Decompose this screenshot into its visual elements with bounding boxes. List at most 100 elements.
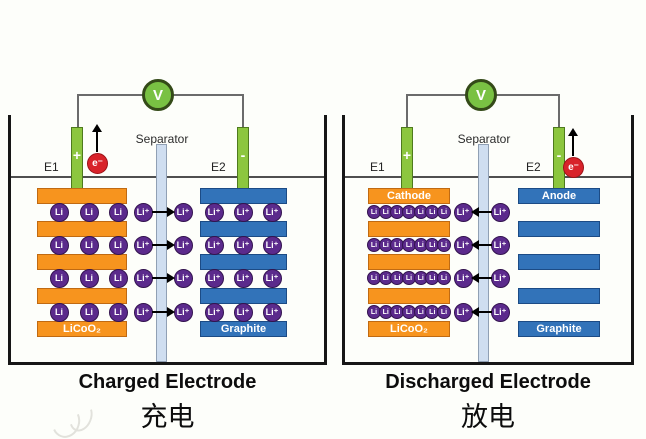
li-ion: Li bbox=[378, 238, 393, 252]
voltmeter-label: V bbox=[152, 86, 163, 104]
li-ion: Li⁺ bbox=[262, 235, 282, 255]
li-ion: Li⁺ bbox=[204, 268, 224, 288]
anode-plate bbox=[200, 254, 287, 270]
li-ion: Li⁺ bbox=[233, 235, 253, 255]
anode-plate-label: Graphite bbox=[220, 322, 267, 335]
li-ion-transfer: Li⁺ bbox=[490, 202, 510, 222]
ion-transfer-arrowhead bbox=[167, 273, 175, 283]
anode-plate: Anode bbox=[518, 188, 600, 204]
terminal-label-e2: E2 bbox=[211, 160, 226, 174]
separator-membrane bbox=[478, 144, 489, 362]
voltmeter-icon: V bbox=[142, 79, 174, 111]
panel-title: Charged Electrode bbox=[78, 371, 257, 393]
li-ion: Li⁺ bbox=[262, 268, 282, 288]
ion-transfer-arrowhead bbox=[167, 240, 175, 250]
li-ion: Li bbox=[367, 205, 381, 219]
electron-icon: e⁻ bbox=[87, 153, 108, 174]
li-ion-transfer: Li⁺ bbox=[453, 268, 473, 288]
li-ion-transfer: Li⁺ bbox=[490, 268, 510, 288]
panel-subtitle: 充电 bbox=[140, 402, 195, 432]
cathode-plate: LiCoO₂ bbox=[368, 321, 450, 337]
cathode-plate: Cathode bbox=[368, 188, 450, 204]
li-ion: Li bbox=[79, 302, 99, 322]
separator-membrane bbox=[156, 144, 167, 362]
cathode-plate-label: LiCoO₂ bbox=[390, 322, 428, 335]
li-ion: Li bbox=[437, 238, 451, 252]
li-ion: Li bbox=[79, 202, 99, 222]
ion-transfer-arrowhead bbox=[471, 307, 479, 317]
ion-transfer-arrowhead bbox=[167, 207, 175, 217]
panel-title: Discharged Electrode bbox=[385, 371, 591, 393]
terminal-label-e1: E1 bbox=[44, 160, 59, 174]
ion-transfer-arrowhead bbox=[471, 207, 479, 217]
li-ion: Li bbox=[378, 205, 393, 219]
li-ion: Li bbox=[49, 202, 69, 222]
li-ion: Li bbox=[108, 302, 128, 322]
li-ion-transfer: Li⁺ bbox=[173, 235, 193, 255]
cathode-plate bbox=[368, 288, 450, 304]
ion-transfer-arrow bbox=[479, 244, 492, 246]
ion-transfer-arrow bbox=[152, 311, 169, 313]
li-ion: Li⁺ bbox=[262, 302, 282, 322]
li-ion-transfer: Li⁺ bbox=[490, 235, 510, 255]
terminal-polarity-minus: - bbox=[556, 147, 562, 163]
circuit-wire bbox=[242, 94, 244, 128]
li-ion-transfer: Li⁺ bbox=[133, 235, 153, 255]
tank-wall-bottom bbox=[8, 362, 327, 365]
li-ion-transfer: Li⁺ bbox=[173, 302, 193, 322]
anode-plate bbox=[200, 221, 287, 237]
circuit-wire bbox=[558, 94, 560, 128]
ion-transfer-arrow bbox=[479, 277, 492, 279]
circuit-wire bbox=[77, 94, 79, 128]
anode-plate bbox=[200, 188, 287, 204]
tank-wall-right bbox=[324, 115, 327, 365]
li-ion: Li bbox=[79, 268, 99, 288]
cathode-plate bbox=[37, 221, 127, 237]
separator-label: Separator bbox=[457, 132, 511, 146]
li-ion: Li bbox=[437, 205, 451, 219]
cathode-plate: LiCoO₂ bbox=[37, 321, 127, 337]
li-ion-transfer: Li⁺ bbox=[173, 268, 193, 288]
ion-transfer-arrow bbox=[152, 211, 169, 213]
li-ion: Li bbox=[49, 302, 69, 322]
li-ion: Li bbox=[437, 271, 451, 285]
cathode-plate bbox=[368, 254, 450, 270]
anode-plate-label: Anode bbox=[541, 189, 577, 202]
li-ion: Li bbox=[49, 235, 69, 255]
terminal-label-e1: E1 bbox=[370, 160, 385, 174]
voltmeter-icon: V bbox=[465, 79, 497, 111]
anode-plate bbox=[518, 221, 600, 237]
terminal-polarity-minus: - bbox=[240, 147, 246, 163]
li-ion: Li bbox=[402, 205, 416, 219]
li-ion-transfer: Li⁺ bbox=[453, 235, 473, 255]
tank-wall-left bbox=[342, 115, 345, 365]
li-ion-transfer: Li⁺ bbox=[133, 302, 153, 322]
ion-transfer-arrow bbox=[479, 211, 492, 213]
terminal-label-e2: E2 bbox=[526, 160, 541, 174]
li-ion: Li bbox=[79, 235, 99, 255]
li-ion: Li bbox=[108, 202, 128, 222]
tank-wall-left bbox=[8, 115, 11, 365]
anode-plate: Graphite bbox=[200, 321, 287, 337]
li-ion: Li⁺ bbox=[233, 202, 253, 222]
ion-transfer-arrow bbox=[479, 311, 492, 313]
li-ion: Li⁺ bbox=[204, 302, 224, 322]
electron-flow-arrow bbox=[568, 128, 578, 156]
li-ion: Li⁺ bbox=[204, 235, 224, 255]
ion-transfer-arrowhead bbox=[167, 307, 175, 317]
circuit-wire bbox=[406, 94, 408, 128]
li-ion-transfer: Li⁺ bbox=[453, 302, 473, 322]
li-ion-transfer: Li⁺ bbox=[490, 302, 510, 322]
electron-icon: e⁻ bbox=[563, 157, 584, 178]
anode-plate-label: Graphite bbox=[536, 322, 582, 335]
li-ion: Li⁺ bbox=[233, 268, 253, 288]
ion-transfer-arrowhead bbox=[471, 240, 479, 250]
cathode-plate bbox=[37, 288, 127, 304]
li-ion: Li⁺ bbox=[233, 302, 253, 322]
cathode-plate-label: Cathode bbox=[387, 189, 431, 202]
li-ion: Li⁺ bbox=[262, 202, 282, 222]
li-ion: Li bbox=[108, 268, 128, 288]
